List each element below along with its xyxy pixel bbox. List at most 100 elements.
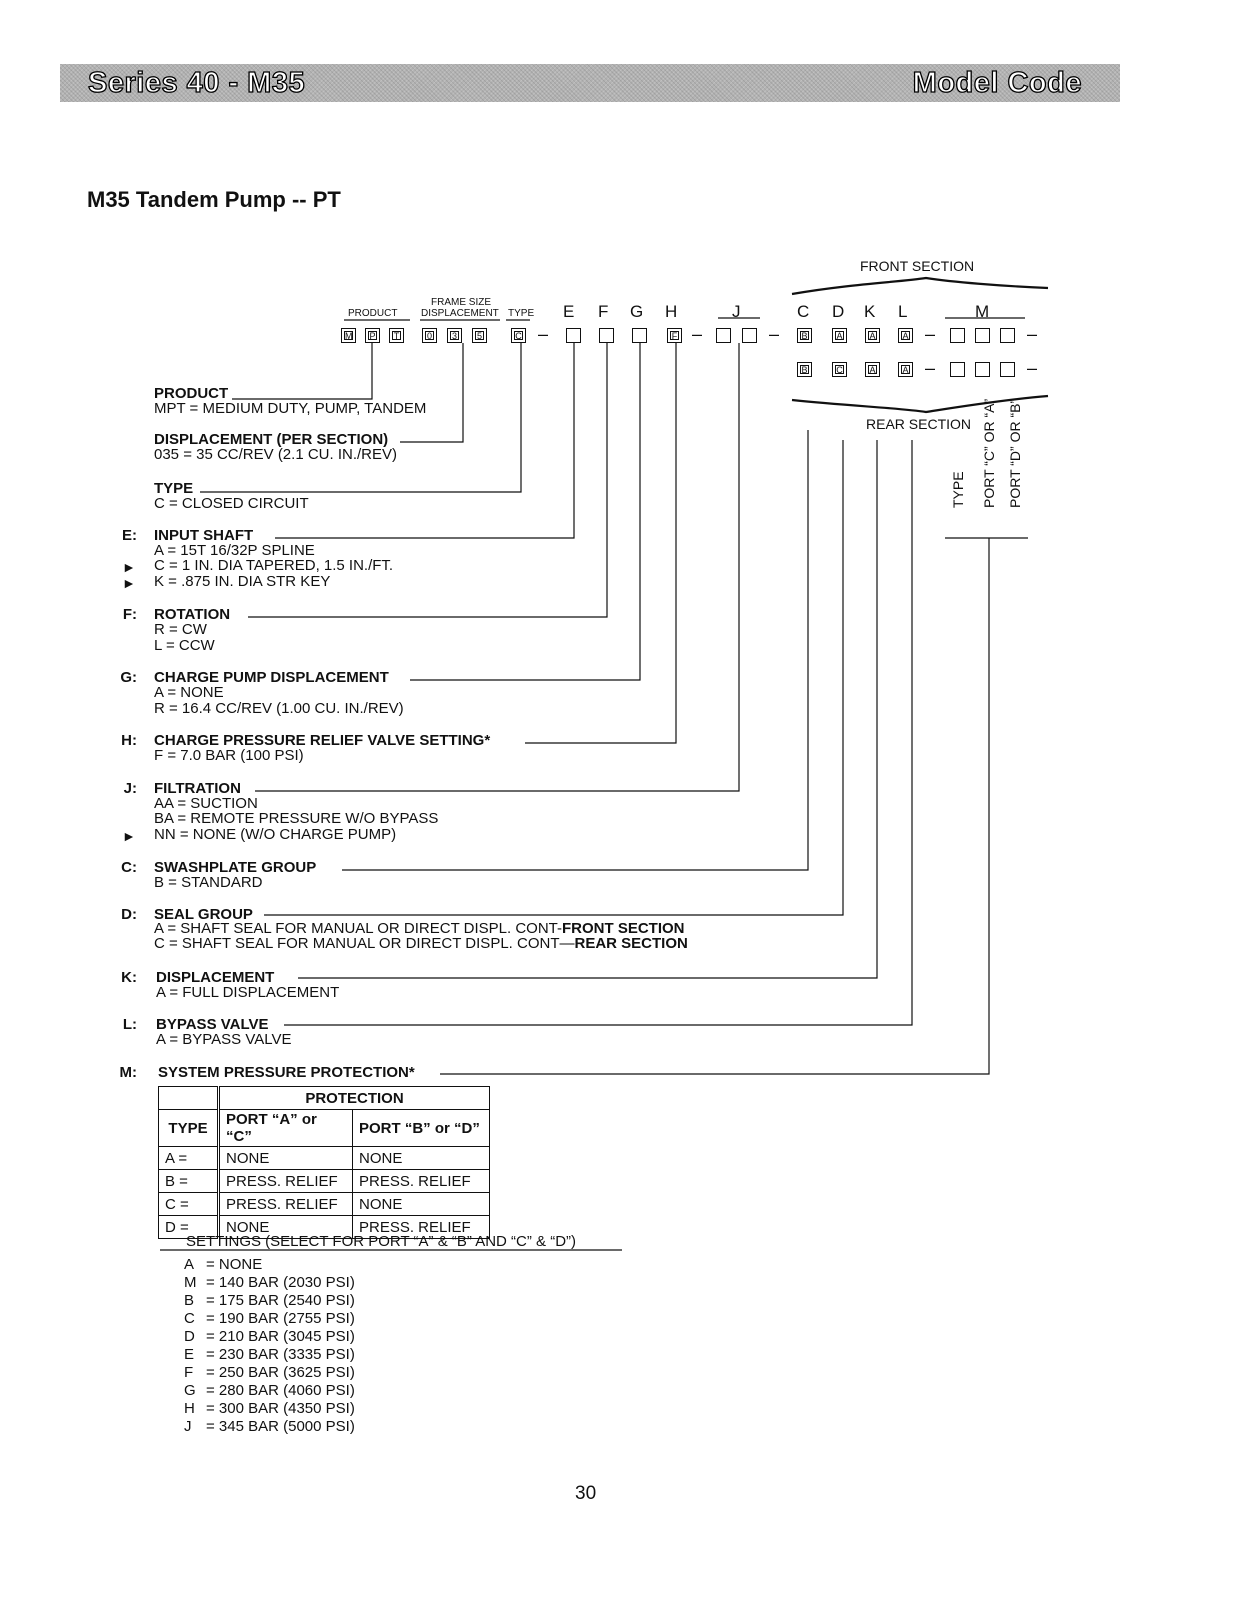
position-letter-k: K	[864, 302, 876, 321]
code-box-rear-m	[1000, 362, 1015, 377]
code-box-g	[632, 328, 647, 343]
section-code-c: C:	[121, 859, 137, 876]
code-box-product: P	[365, 328, 380, 343]
front-section-label: FRONT SECTION	[860, 258, 975, 274]
charge-relief-title: CHARGE PRESSURE RELIEF VALVE SETTING*	[154, 732, 491, 749]
table-column-header: PORT “A” or “C”	[217, 1109, 353, 1147]
m-port-ca-column-label: PORT “C” OR “A”	[981, 398, 997, 508]
recommended-arrow-icon: ►	[122, 575, 136, 591]
displacement-option: 035 = 35 CC/REV (2.1 CU. IN./REV)	[154, 446, 398, 463]
filtration-option: BA = REMOTE PRESSURE W/O BYPASS	[154, 810, 439, 827]
header-banner: Series 40 - M35 Model Code	[60, 64, 1120, 102]
code-box-displacement: 3	[447, 328, 462, 343]
list-item: M= 140 BAR (2030 PSI)	[184, 1274, 355, 1291]
bypass-valve-option: A = BYPASS VALVE	[156, 1031, 292, 1048]
section-code-g: G:	[120, 669, 137, 686]
pressure-protection-title: SYSTEM PRESSURE PROTECTION*	[158, 1064, 415, 1081]
product-title: PRODUCT	[154, 385, 229, 402]
recommended-arrow-icon: ►	[122, 559, 136, 575]
displacement-k-option: A = FULL DISPLACEMENT	[156, 984, 340, 1001]
code-box-front-m	[1000, 328, 1015, 343]
code-dash: –	[538, 324, 549, 344]
settings-title: SETTINGS (SELECT FOR PORT “A” & “B” AND …	[186, 1233, 577, 1250]
type-option: C = CLOSED CIRCUIT	[154, 495, 309, 512]
swashplate-title: SWASHPLATE GROUP	[154, 859, 317, 876]
position-letter-c: C	[797, 302, 810, 321]
code-box-front-c: B	[797, 328, 812, 343]
rear-section-label: REAR SECTION	[866, 416, 972, 432]
m-port-db-column-label: PORT “D” OR “B”	[1007, 398, 1023, 508]
charge-pump-title: CHARGE PUMP DISPLACEMENT	[154, 669, 389, 686]
section-code-d: D:	[121, 906, 137, 923]
list-item: A= NONE	[184, 1256, 263, 1273]
section-code-k: K:	[121, 969, 137, 986]
code-box-product: M	[341, 328, 356, 343]
section-code-j: J:	[123, 780, 137, 797]
code-dash: –	[1027, 358, 1038, 378]
code-box-j	[716, 328, 731, 343]
displacement-header-label: DISPLACEMENT	[421, 308, 499, 319]
table-row: A = NONE NONE	[158, 1146, 490, 1170]
list-item: C= 190 BAR (2755 PSI)	[184, 1310, 355, 1327]
code-box-displacement: 0	[422, 328, 437, 343]
rotation-option: R = CW	[154, 621, 207, 638]
code-box-rear-c: B	[797, 362, 812, 377]
code-box-e	[566, 328, 581, 343]
code-box-product: T	[389, 328, 404, 343]
list-item: D= 210 BAR (3045 PSI)	[184, 1328, 355, 1345]
bypass-valve-title: BYPASS VALVE	[156, 1016, 269, 1033]
code-box-rear-d: C	[832, 362, 847, 377]
list-item: H= 300 BAR (4350 PSI)	[184, 1400, 355, 1417]
code-box-type: C	[511, 328, 526, 343]
code-box-front-l: A	[898, 328, 913, 343]
input-shaft-option: K = .875 IN. DIA STR KEY	[154, 573, 331, 590]
displacement-k-title: DISPLACEMENT	[156, 969, 275, 986]
m-type-column-label: TYPE	[950, 471, 966, 508]
seal-group-option: C = SHAFT SEAL FOR MANUAL OR DIRECT DISP…	[154, 935, 688, 952]
seal-group-title: SEAL GROUP	[154, 906, 253, 923]
code-dash: –	[925, 324, 936, 344]
swashplate-option: B = STANDARD	[154, 874, 263, 891]
code-box-rear-k: A	[865, 362, 880, 377]
rotation-option: L = CCW	[154, 637, 215, 654]
code-box-f	[599, 328, 614, 343]
section-code-l: L:	[122, 1016, 137, 1033]
list-item: E= 230 BAR (3335 PSI)	[184, 1346, 355, 1363]
code-box-rear-m	[975, 362, 990, 377]
code-dash: –	[769, 324, 780, 344]
filtration-option: AA = SUCTION	[154, 795, 258, 812]
protection-table: PROTECTION TYPE PORT “A” or “C” PORT “B”…	[158, 1086, 490, 1239]
model-code-title: Model Code	[912, 66, 1082, 99]
position-letter-l: L	[898, 302, 908, 321]
position-letter-m: M	[975, 302, 990, 321]
section-code-e: E:	[122, 527, 137, 544]
page-number: 30	[575, 1483, 597, 1504]
table-column-header: TYPE	[158, 1109, 219, 1147]
code-box-h: F	[667, 328, 682, 343]
type-title: TYPE	[154, 480, 194, 497]
product-option: MPT = MEDIUM DUTY, PUMP, TANDEM	[154, 400, 427, 417]
position-letter-j: J	[732, 302, 741, 321]
table-row: D = NONE PRESS. RELIEF	[158, 1215, 490, 1239]
list-item: J= 345 BAR (5000 PSI)	[184, 1418, 355, 1435]
filtration-option: NN = NONE (W/O CHARGE PUMP)	[154, 826, 397, 843]
code-dash: –	[1027, 324, 1038, 344]
table-row: B = PRESS. RELIEF PRESS. RELIEF	[158, 1169, 490, 1193]
table-column-header: PORT “B” or “D”	[352, 1109, 490, 1147]
charge-relief-option: F = 7.0 BAR (100 PSI)	[154, 747, 304, 764]
type-header-label: TYPE	[508, 308, 535, 319]
position-letter-f: F	[598, 302, 609, 321]
code-box-rear-l: A	[898, 362, 913, 377]
position-letter-h: H	[665, 302, 678, 321]
position-letter-d: D	[832, 302, 845, 321]
charge-pump-option: R = 16.4 CC/REV (1.00 CU. IN./REV)	[154, 700, 404, 717]
series-title: Series 40 - M35	[87, 66, 306, 99]
input-shaft-option: A = 15T 16/32P SPLINE	[154, 542, 315, 559]
table-row: C = PRESS. RELIEF NONE	[158, 1192, 490, 1216]
charge-pump-option: A = NONE	[154, 684, 224, 701]
position-letter-e: E	[563, 302, 575, 321]
position-letter-g: G	[630, 302, 644, 321]
input-shaft-option: C = 1 IN. DIA TAPERED, 1.5 IN./FT.	[154, 557, 394, 574]
code-box-front-m	[950, 328, 965, 343]
recommended-arrow-icon: ►	[122, 828, 136, 844]
